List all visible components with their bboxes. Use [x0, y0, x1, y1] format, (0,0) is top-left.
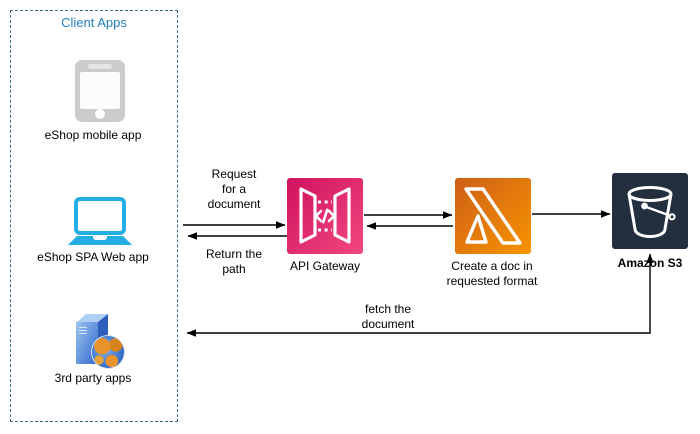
- api-gateway-glyph: [299, 187, 351, 244]
- server-top-face: [76, 314, 108, 323]
- client-apps-title: Client Apps: [61, 15, 127, 30]
- fetch-document-edge-label: fetch the document: [361, 302, 415, 331]
- amazon-s3-icon: [612, 173, 688, 249]
- phone-speaker: [88, 64, 112, 69]
- phone-home-button: [95, 109, 105, 119]
- s3-bucket-glyph: [627, 186, 676, 239]
- api-gateway-label: API Gateway: [289, 259, 361, 273]
- request-edge-label: Request for a document: [207, 167, 261, 211]
- laptop-base: [68, 236, 132, 245]
- eshop-spa-web-app-label: eShop SPA Web app: [37, 250, 149, 264]
- return-path-edge-label: Return the path: [205, 247, 263, 276]
- amazon-s3-label: Amazon S3: [617, 256, 683, 270]
- third-party-apps-label: 3rd party apps: [54, 371, 132, 385]
- globe-icon: [92, 336, 124, 368]
- lambda-icon: [455, 178, 531, 254]
- phone-screen: [80, 72, 120, 109]
- client-apps-group-box: [10, 10, 178, 422]
- eshop-mobile-app-label: eShop mobile app: [44, 128, 142, 142]
- server-globe-icon: [70, 308, 140, 370]
- server-vents: [79, 327, 87, 334]
- mobile-phone-icon: [75, 60, 125, 122]
- api-gateway-icon: [287, 178, 363, 254]
- laptop-icon: [74, 197, 126, 235]
- lambda-label: Create a doc in requested format: [446, 259, 538, 288]
- lambda-glyph: [464, 187, 522, 245]
- laptop-notch: [93, 236, 107, 240]
